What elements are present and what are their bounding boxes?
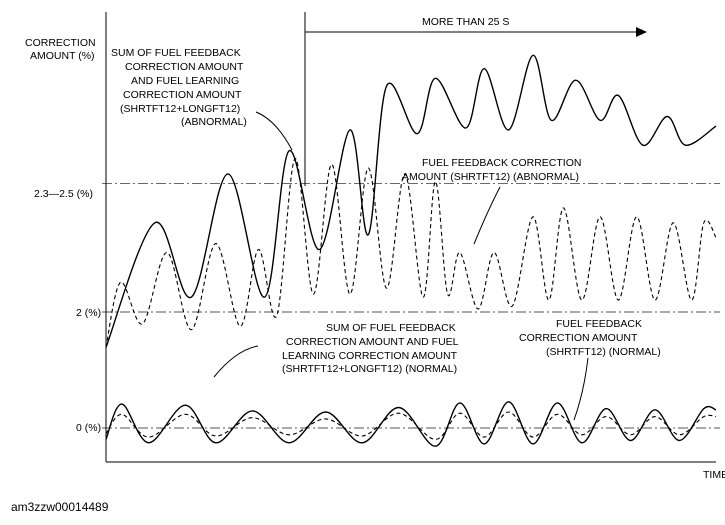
series-line-sum-abnormal xyxy=(105,54,717,348)
series-line-sum-normal xyxy=(105,401,717,447)
reference-lines xyxy=(102,182,720,429)
leader-shrtft-normal xyxy=(573,357,589,421)
series-line-shrtft-abnormal xyxy=(105,158,717,348)
figure-id: am3zzw00014489 xyxy=(11,500,109,514)
series-group xyxy=(105,54,717,447)
interval-label: MORE THAN 25 S xyxy=(422,16,509,28)
leader-sum-abnormal xyxy=(255,111,293,151)
y-tick-label: 2 (%) xyxy=(76,307,101,319)
chart: CORRECTION AMOUNT (%) 2.3—2.5 (%) 2 (%) … xyxy=(25,12,725,481)
annotation-sum-normal: SUM OF FUEL FEEDBACK CORRECTION AMOUNT A… xyxy=(282,322,459,375)
y-tick-label: 0 (%) xyxy=(76,422,101,434)
annotation-line: FUEL FEEDBACK CORRECTION xyxy=(422,157,581,169)
leader-sum-normal xyxy=(213,345,259,378)
annotation-line: CORRECTION AMOUNT xyxy=(123,89,242,101)
annotation-shrtft-abnormal: FUEL FEEDBACK CORRECTION AMOUNT (SHRTFT1… xyxy=(402,157,581,183)
annotation-line: SUM OF FUEL FEEDBACK xyxy=(111,47,241,59)
interval-arrowhead xyxy=(636,27,647,37)
annotation-line: FUEL FEEDBACK xyxy=(556,318,642,330)
annotation-line: SUM OF FUEL FEEDBACK xyxy=(326,322,456,334)
series-line-shrtft-normal xyxy=(105,411,717,440)
x-axis-label: TIME xyxy=(703,469,725,481)
annotation-line: (SHRTFT12+LONGFT12) (NORMAL) xyxy=(282,363,457,375)
y-axis-label-line-2: AMOUNT (%) xyxy=(30,50,95,62)
annotation-line: AMOUNT (SHRTFT12) (ABNORMAL) xyxy=(402,171,579,183)
annotation-shrtft-normal: FUEL FEEDBACK CORRECTION AMOUNT (SHRTFT1… xyxy=(519,318,661,358)
annotation-line: LEARNING CORRECTION AMOUNT xyxy=(282,350,458,362)
annotation-line: (ABNORMAL) xyxy=(181,116,247,128)
annotation-line: AND FUEL LEARNING xyxy=(131,75,239,87)
annotation-line: (SHRTFT12+LONGFT12) xyxy=(120,103,240,115)
leader-lines xyxy=(213,111,589,421)
leader-shrtft-abnormal xyxy=(473,186,501,245)
annotation-sum-abnormal: SUM OF FUEL FEEDBACK CORRECTION AMOUNT A… xyxy=(111,47,247,128)
y-tick-label: 2.3—2.5 (%) xyxy=(34,188,93,200)
annotation-line: (SHRTFT12) (NORMAL) xyxy=(546,346,661,358)
y-axis-label-line-1: CORRECTION xyxy=(25,37,96,49)
axes xyxy=(105,12,716,463)
annotation-line: CORRECTION AMOUNT xyxy=(519,332,638,344)
annotation-line: CORRECTION AMOUNT xyxy=(125,61,244,73)
annotation-line: CORRECTION AMOUNT AND FUEL xyxy=(286,336,459,348)
